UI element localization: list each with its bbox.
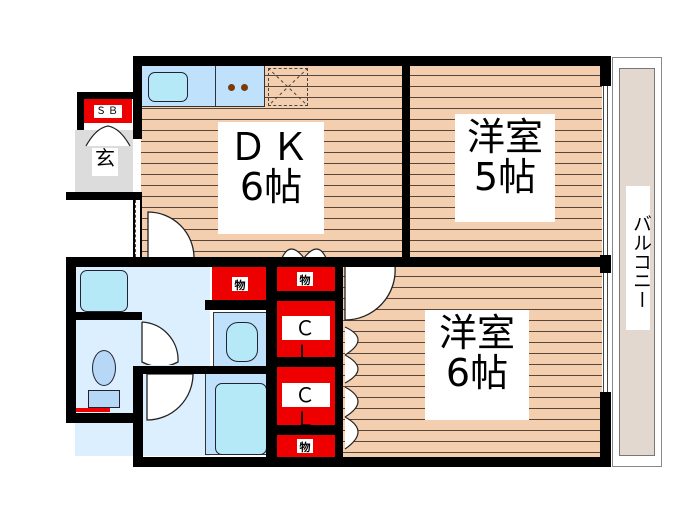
window-room1 — [603, 86, 608, 255]
door-toilet-icon — [141, 321, 179, 365]
wall-entrance-left — [77, 92, 84, 130]
stove-burner-icon — [228, 84, 235, 91]
wall-entrance-bottom — [66, 192, 142, 200]
wall-bottom — [133, 457, 611, 467]
western-room-1-name: 洋室 — [466, 115, 543, 159]
dk-label: ＤＫ 6帖 — [218, 122, 324, 234]
wall-divider-dk-room1 — [402, 56, 410, 266]
entrance-door-icon — [85, 125, 131, 147]
window-dk-hall — [135, 200, 140, 257]
balcony-label: バルコニー — [626, 186, 652, 330]
wall-closet-sep-3 — [275, 425, 337, 435]
fridge-space — [268, 68, 308, 106]
wall-closet-sep-1 — [275, 291, 337, 301]
western-room-2-label: 洋室 6帖 — [425, 310, 529, 420]
wall-dk-left — [133, 56, 142, 139]
wall-entrance-top — [77, 92, 135, 99]
western-room-1-label: 洋室 5帖 — [455, 114, 555, 222]
closet-1-label: ＣＬ — [282, 316, 330, 364]
storage-mono-3-label: 物 — [297, 439, 313, 454]
western-room-2-floor — [343, 266, 602, 458]
toilet-bowl — [92, 350, 116, 386]
stove-divider — [215, 65, 216, 107]
western-room-2-size: 6帖 — [445, 350, 509, 395]
wall-mono1-bottom — [205, 300, 275, 310]
wall-closet-sep-2 — [275, 357, 337, 367]
window-room2 — [603, 273, 608, 392]
toilet-tank — [88, 390, 120, 408]
dk-room-name: ＤＫ — [228, 125, 313, 169]
balcony: バルコニー — [612, 57, 662, 467]
washing-machine — [226, 322, 258, 362]
closet-2-label: ＣＬ — [282, 383, 330, 431]
wall-right-bottom — [600, 392, 611, 467]
wall-wet-left — [66, 257, 76, 422]
door-bath-icon — [146, 373, 194, 421]
entrance-label: 玄 — [92, 148, 118, 176]
washbasin — [80, 270, 128, 312]
western-room-2-name: 洋室 — [438, 311, 515, 355]
toilet-shelf — [76, 408, 110, 412]
wall-right-top — [600, 56, 611, 86]
wall-washbasin-bottom — [66, 312, 142, 320]
stove-burner-icon — [241, 84, 248, 91]
dk-room-size: 6帖 — [239, 164, 303, 209]
western-room-1-size: 5帖 — [473, 154, 537, 199]
kitchen-sink — [148, 72, 188, 102]
wall-toilet-bottom — [66, 413, 136, 423]
wall-wet-left-lower — [133, 366, 143, 466]
door-dk-hall-icon — [147, 211, 195, 259]
shoe-box-label: ＳＢ — [94, 105, 122, 118]
wall-bath-top — [140, 366, 275, 374]
wall-closet-right — [335, 262, 343, 466]
closet-doors-icon — [344, 326, 359, 450]
fridge-space-cross-icon — [268, 68, 308, 106]
storage-mono-1-label: 物 — [232, 277, 248, 292]
bathtub — [215, 383, 267, 455]
door-room-6-icon — [344, 265, 396, 321]
wall-top — [133, 56, 611, 66]
storage-mono-2-label: 物 — [297, 272, 313, 287]
wall-storage-divider — [266, 262, 277, 466]
